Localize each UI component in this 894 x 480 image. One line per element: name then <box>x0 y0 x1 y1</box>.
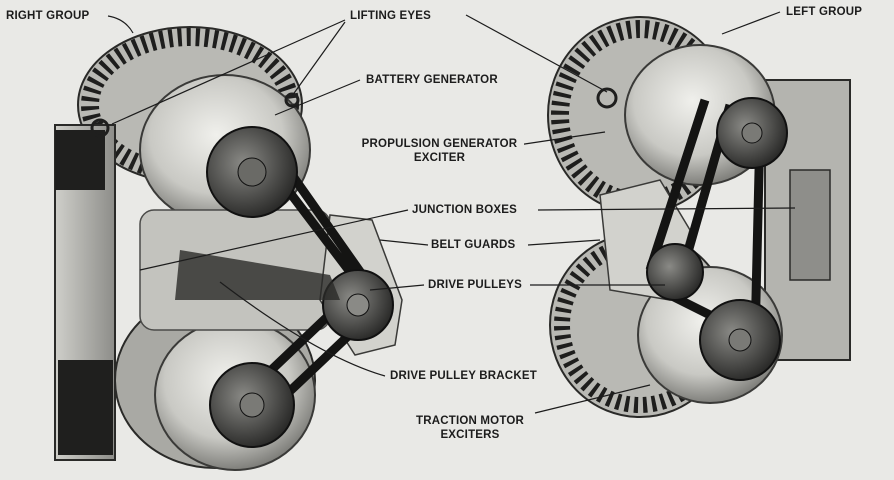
leader-lifting-eyes-2 <box>291 21 346 97</box>
drive-pulley-bracket <box>175 250 340 300</box>
lifting-eye-icon <box>90 118 110 138</box>
label-right-group: RIGHT GROUP <box>4 9 92 23</box>
drive-pulley-hub <box>346 293 370 317</box>
label-propulsion-generator-exciter: PROPULSION GENERATOR EXCITER <box>355 137 524 165</box>
label-line: EXCITERS <box>440 429 500 441</box>
label-drive-pulleys: DRIVE PULLEYS <box>426 278 524 292</box>
label-lifting-eyes: LIFTING EYES <box>348 9 433 23</box>
label-battery-generator: BATTERY GENERATOR <box>364 73 500 87</box>
right-group-machine <box>54 26 403 471</box>
label-left-group: LEFT GROUP <box>784 5 865 19</box>
drive-belt <box>645 98 765 341</box>
label-line: EXCITER <box>413 152 466 164</box>
junction-box <box>55 130 105 190</box>
label-line: TRACTION MOTOR <box>416 415 524 427</box>
leader-left-group <box>721 11 781 35</box>
lifting-eye-icon <box>596 87 618 109</box>
leader-propulsion-exciter <box>517 131 606 146</box>
label-belt-guards: BELT GUARDS <box>429 238 518 252</box>
upper-pulley-hub <box>237 157 267 187</box>
leader-belt-guards-2 <box>527 239 601 246</box>
lower-pulley-hub <box>239 392 265 418</box>
leader-lifting-eyes-3 <box>465 14 608 93</box>
lower-pulley-hub <box>728 328 752 352</box>
frame-foot <box>58 360 113 455</box>
label-line: PROPULSION GENERATOR <box>361 138 518 150</box>
leader-traction-exciters <box>534 384 651 414</box>
leader-belt-guards-1 <box>379 239 429 246</box>
leader-battery-generator <box>274 79 361 116</box>
leader-drive-pulley-bracket <box>219 281 386 377</box>
upper-pulley-hub <box>741 122 763 144</box>
leader-right-group <box>107 15 134 34</box>
drive-belt <box>241 137 384 414</box>
leader-drive-pulleys-1 <box>369 284 425 291</box>
leader-lifting-eyes-1 <box>111 19 346 125</box>
label-drive-pulley-bracket: DRIVE PULLEY BRACKET <box>388 369 539 383</box>
drive-pulley <box>646 243 704 301</box>
junction-box <box>789 169 831 281</box>
leader-junction-boxes-2 <box>537 207 796 211</box>
leader-lines <box>107 11 796 414</box>
left-group-machine <box>547 16 851 418</box>
leader-junction-boxes-1 <box>139 209 409 271</box>
label-traction-motor-exciters: TRACTION MOTOR EXCITERS <box>398 414 542 442</box>
lifting-eye-icon <box>284 92 300 108</box>
label-junction-boxes: JUNCTION BOXES <box>410 203 520 217</box>
